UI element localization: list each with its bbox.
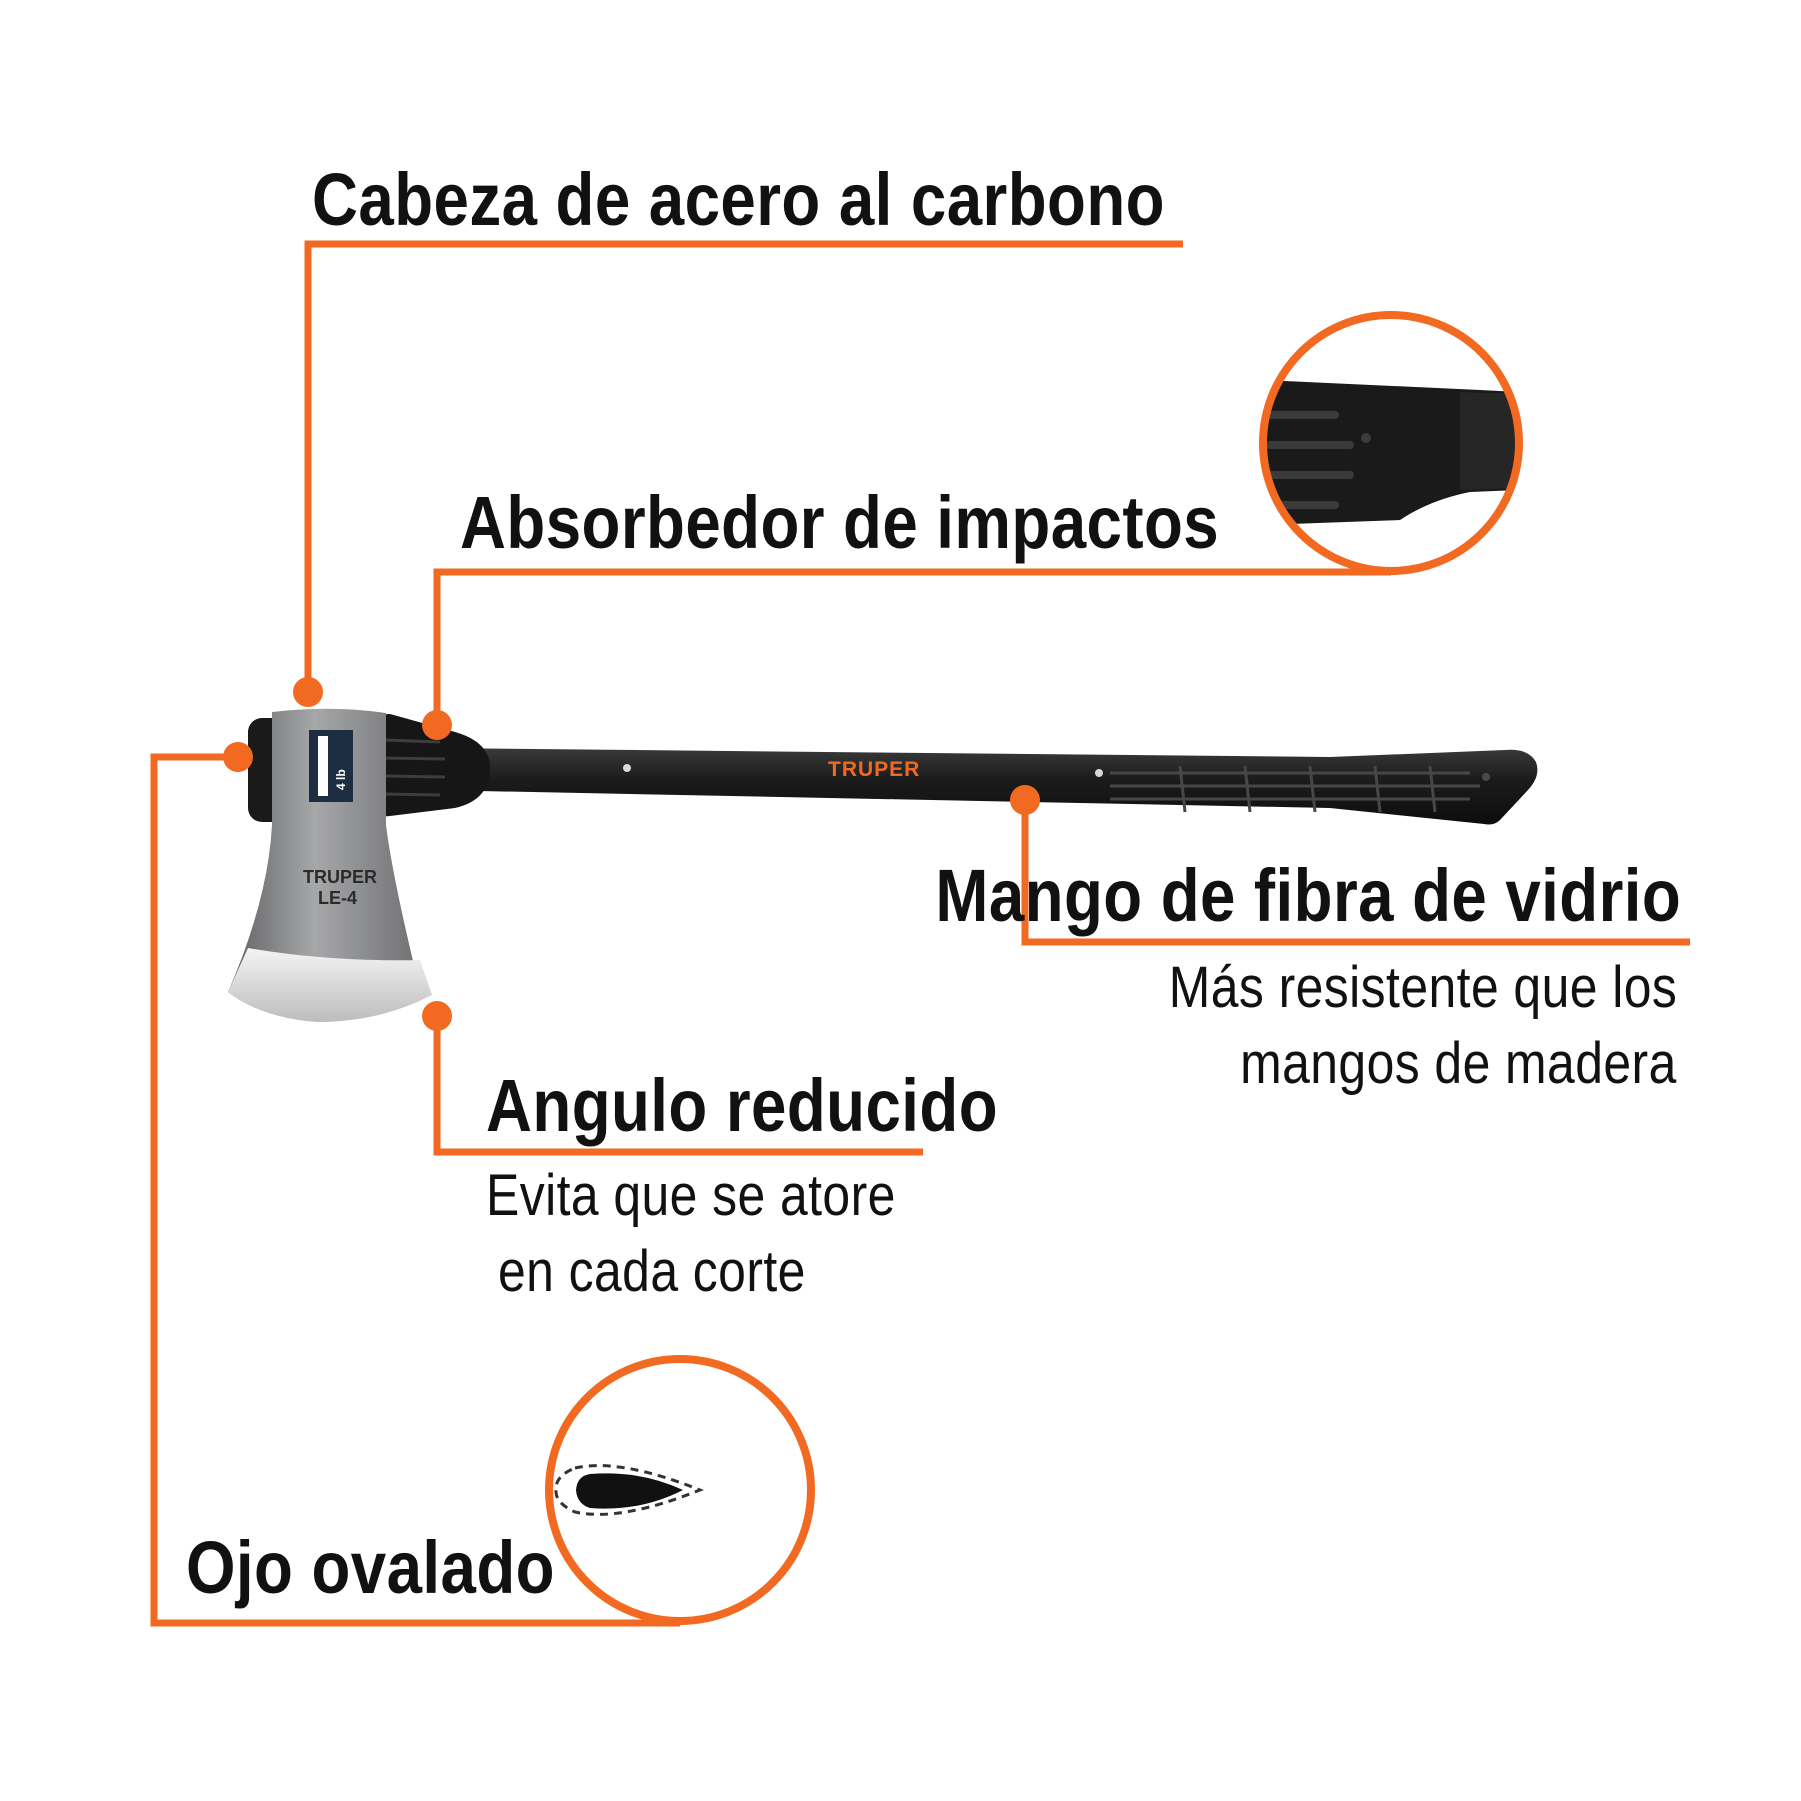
oval-eye-zoom	[545, 1355, 815, 1625]
handle-title: Mango de fibra de vidrio	[935, 854, 1681, 937]
leader-handle	[1021, 800, 1690, 946]
leader-head	[304, 240, 1183, 692]
angle-desc-line2: en cada corte	[498, 1239, 806, 1304]
handle-desc-line2: mangos de madera	[1240, 1031, 1677, 1096]
shock-title: Absorbedor de impactos	[460, 481, 1220, 564]
head-brand-text: TRUPER	[303, 867, 377, 887]
dot-eye	[223, 742, 253, 772]
dot-angle	[422, 1001, 452, 1031]
leader-lines	[150, 240, 1690, 1627]
angle-desc-line1: Evita que se atore	[486, 1163, 896, 1228]
head-title: Cabeza de acero al carbono	[312, 158, 1165, 241]
leader-eye	[150, 753, 680, 1627]
dot-head	[293, 677, 323, 707]
fiberglass-handle: TRUPER	[430, 748, 1538, 825]
handle-brand-text: TRUPER	[828, 758, 920, 781]
head-model-text: LE-4	[318, 888, 357, 908]
leader-angle	[433, 1016, 923, 1156]
handle-desc-line1: Más resistente que los	[1168, 955, 1677, 1020]
dot-shock	[422, 710, 452, 740]
shock-absorber	[372, 714, 490, 817]
dot-handle	[1010, 785, 1040, 815]
leader-shock	[433, 568, 1391, 725]
axe-head: 4 lb TRUPER LE-4	[228, 708, 432, 1022]
shock-absorber-zoom	[1259, 311, 1523, 575]
callout-dots	[223, 677, 1040, 1031]
eye-title: Ojo ovalado	[186, 1526, 555, 1609]
angle-title: Angulo reducido	[486, 1064, 999, 1147]
label-weight-text: 4 lb	[334, 769, 348, 790]
